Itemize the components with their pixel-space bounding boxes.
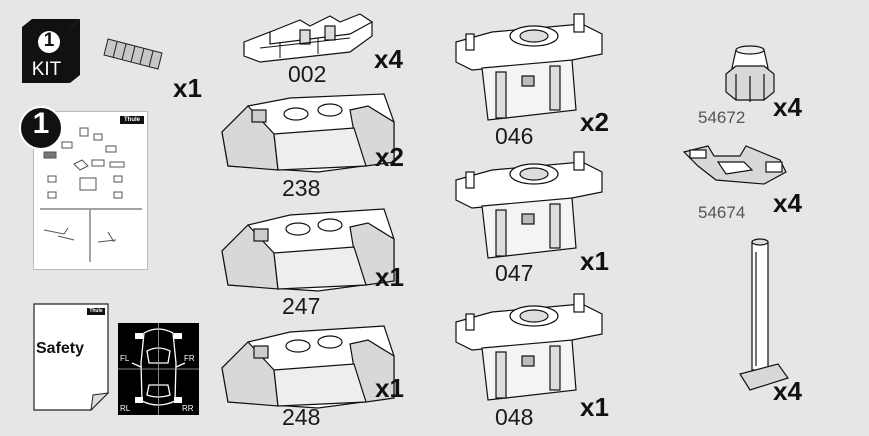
part-238-code: 238 bbox=[282, 175, 321, 201]
booklet-brand: Thule bbox=[89, 308, 103, 314]
part-046-code: 046 bbox=[495, 123, 534, 149]
part-247-illustration bbox=[218, 203, 396, 293]
adhesive-pad-strip bbox=[100, 35, 175, 75]
label-rear-left: RL bbox=[120, 404, 131, 413]
part-048-code: 048 bbox=[495, 404, 534, 430]
safety-booklet: Thule Safety bbox=[33, 303, 109, 411]
part-54672-code: 54672 bbox=[698, 108, 746, 127]
label-front-left: FL bbox=[120, 354, 130, 363]
part-002-illustration bbox=[240, 12, 375, 67]
part-247-code: 247 bbox=[282, 293, 321, 319]
manual-step-circle bbox=[19, 106, 63, 150]
part-54674-code: 54674 bbox=[698, 203, 746, 222]
part-248-quantity: x1 bbox=[375, 373, 404, 403]
manual-brand: Thule bbox=[124, 117, 140, 123]
label-rear-right: RR bbox=[182, 404, 194, 413]
part-047-quantity: x1 bbox=[580, 246, 609, 276]
kit-label: KIT bbox=[31, 59, 62, 80]
part-247-quantity: x1 bbox=[375, 262, 404, 292]
part-046-quantity: x2 bbox=[580, 107, 609, 137]
part-048-illustration bbox=[452, 290, 612, 408]
booklet-title: Safety bbox=[36, 340, 85, 357]
kit-number: 1 bbox=[43, 30, 55, 51]
manual-step-number: 1 bbox=[32, 107, 50, 140]
kit-number-circle bbox=[38, 31, 60, 53]
part-238-illustration bbox=[218, 92, 396, 174]
label-front-right: FR bbox=[184, 354, 195, 363]
part-002-code: 002 bbox=[288, 61, 327, 87]
part-002-quantity: x4 bbox=[374, 44, 403, 74]
part-54672-illustration bbox=[722, 44, 778, 106]
kit-badge: 1 KIT bbox=[18, 17, 82, 85]
t-bolt-illustration bbox=[738, 238, 790, 398]
part-048-quantity: x1 bbox=[580, 392, 609, 422]
part-047-illustration bbox=[452, 148, 612, 266]
car-position-diagram: FL FR RL RR bbox=[118, 323, 199, 415]
pad-quantity: x1 bbox=[173, 73, 202, 103]
part-54672-quantity: x4 bbox=[773, 92, 802, 122]
part-54674-illustration bbox=[680, 140, 790, 188]
t-bolt-quantity: x4 bbox=[773, 376, 802, 406]
part-046-illustration bbox=[452, 10, 612, 128]
part-54674-quantity: x4 bbox=[773, 188, 802, 218]
part-248-illustration bbox=[218, 320, 396, 410]
part-238-quantity: x2 bbox=[375, 142, 404, 172]
part-248-code: 248 bbox=[282, 404, 321, 430]
part-047-code: 047 bbox=[495, 260, 534, 286]
